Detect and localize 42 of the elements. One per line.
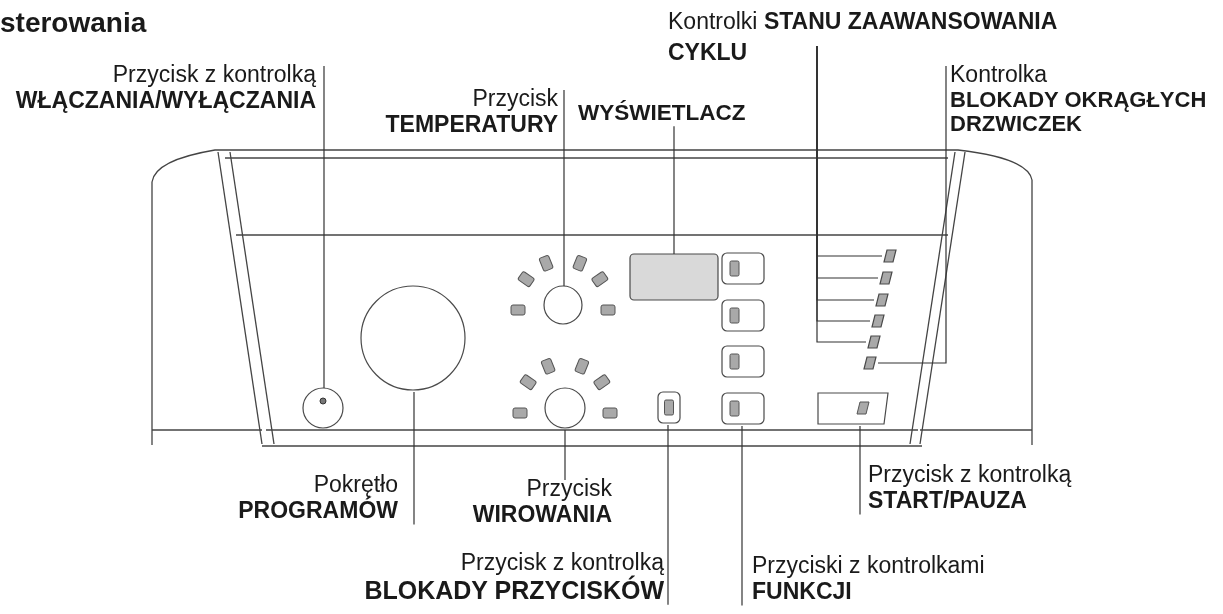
leader-line bbox=[741, 425, 743, 607]
leader-line bbox=[859, 425, 861, 516]
part-name: FUNKCJI bbox=[752, 578, 853, 605]
part-name: WŁĄCZANIA/WYŁĄCZANIA bbox=[14, 87, 316, 114]
leader-line bbox=[667, 424, 669, 606]
part-name: TEMPERATURY bbox=[384, 111, 558, 138]
start-pause-button bbox=[817, 392, 889, 425]
part-name: BLOKADY OKRĄGŁYCH DRZWICZEK bbox=[950, 87, 1208, 137]
program-knob bbox=[360, 285, 466, 391]
callout-label: Kontrolka bbox=[950, 62, 1049, 88]
part-name: WYŚWIETLACZ bbox=[578, 100, 747, 126]
indicator-light bbox=[863, 356, 877, 370]
leader-line bbox=[563, 89, 565, 287]
callout-label: Przycisk bbox=[471, 86, 558, 112]
leader-line bbox=[323, 65, 325, 389]
leader-line bbox=[673, 125, 675, 255]
part-name: PROGRAMÓW bbox=[237, 497, 398, 524]
indicator-light bbox=[875, 293, 889, 307]
leader-line bbox=[564, 429, 566, 481]
leader-line bbox=[413, 391, 415, 526]
part-name: BLOKADY PRZYCISKÓW bbox=[363, 575, 664, 604]
callout-label: Pokrętło bbox=[313, 472, 398, 497]
function-button bbox=[721, 299, 765, 332]
callout-label: Przycisk z kontrolką bbox=[111, 62, 316, 88]
temperature-knob bbox=[543, 285, 583, 325]
leader-line bbox=[877, 65, 947, 364]
indicator-light bbox=[883, 249, 897, 263]
part-name: START/PAUZA bbox=[868, 487, 1027, 514]
callout-label: Przycisk z kontrolką bbox=[459, 550, 664, 576]
callout-label: Przycisk z kontrolką bbox=[868, 462, 1073, 488]
function-button bbox=[721, 345, 765, 378]
indicator-light bbox=[871, 314, 885, 328]
section-title: sterowania bbox=[0, 6, 147, 40]
callout-label: Przyciski z kontrolkami bbox=[752, 553, 986, 579]
spin-knob bbox=[544, 387, 586, 429]
power-button bbox=[302, 387, 344, 429]
key-lock-button bbox=[657, 391, 681, 424]
function-button bbox=[721, 252, 765, 285]
display-screen bbox=[629, 253, 719, 301]
indicator-light bbox=[867, 335, 881, 349]
function-button bbox=[721, 392, 765, 425]
indicator-light bbox=[879, 271, 893, 285]
